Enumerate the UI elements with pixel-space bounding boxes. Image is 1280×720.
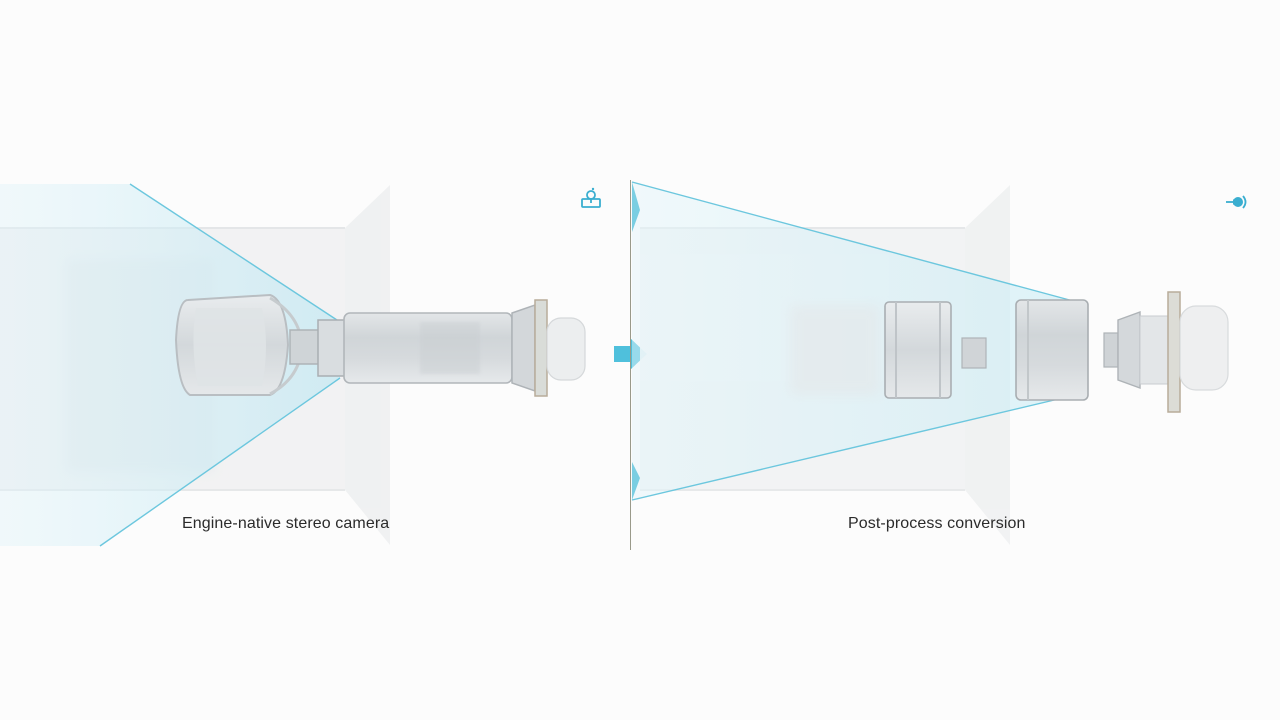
left-view-frustum <box>0 184 340 546</box>
right-panel-caption: Post-process conversion <box>848 515 1026 532</box>
panel-divider <box>630 180 631 550</box>
stereo-camera-icon <box>579 186 603 210</box>
stereo-camera-rig <box>174 293 586 397</box>
conversion-icon <box>1224 190 1248 214</box>
converted-camera-rig <box>790 291 1229 413</box>
left-panel-caption: Engine-native stereo camera <box>182 515 390 532</box>
